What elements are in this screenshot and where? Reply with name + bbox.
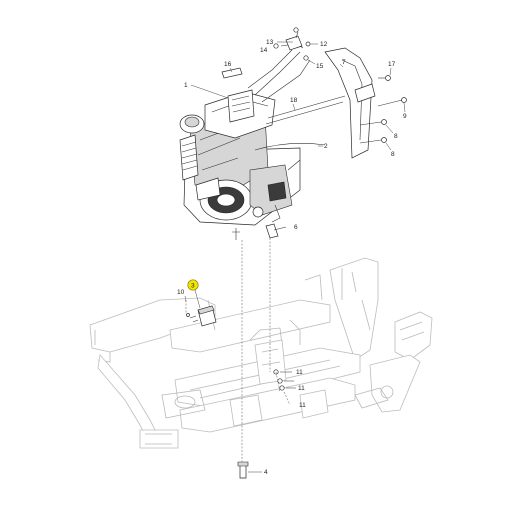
bolt-8a-icon bbox=[381, 119, 387, 125]
callout-15: 15 bbox=[316, 63, 324, 70]
callout-3: 3 bbox=[191, 283, 195, 290]
callout-11-c: 11 bbox=[299, 402, 306, 409]
callout-11-b: 11 bbox=[298, 385, 305, 392]
callout-3-highlight[interactable]: 3 bbox=[187, 279, 199, 291]
callout-11-a: 11 bbox=[296, 369, 303, 376]
screw-13-icon bbox=[293, 27, 299, 33]
callout-17: 17 bbox=[388, 61, 396, 68]
callout-8-lower: 8 bbox=[391, 151, 395, 158]
bolt-17-icon bbox=[385, 75, 391, 81]
mount-bracket bbox=[221, 27, 407, 159]
alignment-lines bbox=[185, 238, 291, 462]
callout-14: 14 bbox=[260, 47, 268, 54]
nut-12-icon bbox=[305, 41, 311, 47]
frame-assembly-ghost bbox=[89, 257, 433, 449]
callout-6: 6 bbox=[294, 224, 298, 231]
callout-10: 10 bbox=[177, 289, 185, 296]
screw-14-icon bbox=[273, 43, 279, 49]
bolt-6 bbox=[265, 223, 287, 239]
callout-9: 9 bbox=[403, 113, 407, 120]
callout-7: 7 bbox=[342, 59, 346, 66]
callout-1: 1 bbox=[184, 82, 188, 89]
callout-13: 13 bbox=[266, 39, 274, 46]
callout-2: 2 bbox=[324, 143, 328, 150]
bolt-8b-icon bbox=[381, 137, 387, 143]
bolts-11 bbox=[273, 369, 296, 391]
callout-4: 4 bbox=[264, 469, 268, 476]
module-component-3[interactable] bbox=[186, 305, 217, 327]
bolt-9-icon bbox=[401, 97, 407, 103]
callout-16: 16 bbox=[224, 61, 232, 68]
bolt-4 bbox=[237, 461, 249, 479]
nut-15-icon bbox=[303, 55, 309, 61]
callout-12: 12 bbox=[320, 41, 328, 48]
engine-assembly bbox=[179, 49, 346, 240]
callout-8-upper: 8 bbox=[394, 133, 398, 140]
callout-18: 18 bbox=[290, 97, 298, 104]
callouts: 1 16 13 14 12 15 7 17 18 9 8 8 2 bbox=[177, 39, 407, 476]
